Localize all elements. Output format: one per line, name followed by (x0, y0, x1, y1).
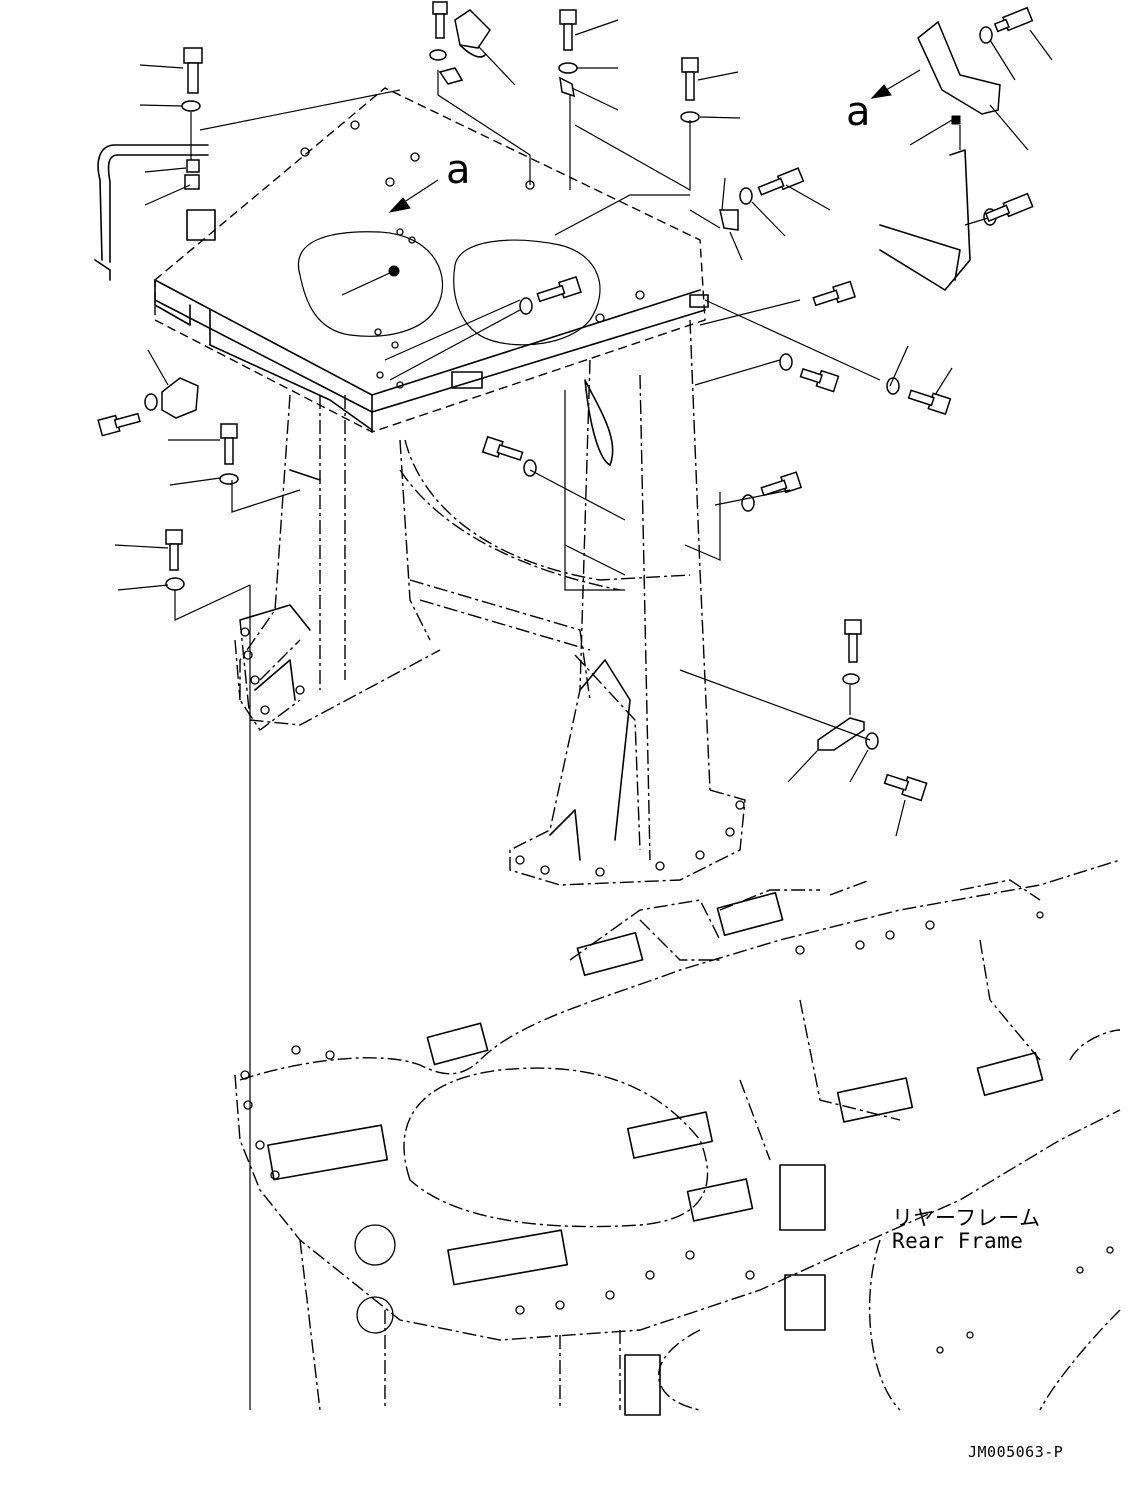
bolt (984, 192, 1034, 223)
bolt (220, 423, 238, 465)
bolt (559, 9, 577, 51)
drawing-number: JM005063-P (968, 1443, 1064, 1461)
callout-a-label: a (446, 147, 471, 193)
bolt (844, 619, 862, 663)
bolt (760, 471, 803, 497)
bolt (481, 435, 524, 461)
bolt (799, 368, 840, 393)
cab-top-plate (154, 87, 709, 433)
bolt (165, 529, 183, 571)
cab-support-frame (234, 319, 746, 886)
rear-frame-label-en: Rear Frame (892, 1229, 1024, 1253)
rear-frame-label-jp: リヤーフレーム (892, 1206, 1041, 1230)
bolt (757, 167, 805, 196)
bolt (681, 57, 699, 101)
bolt (432, 1, 448, 39)
brackets-and-lamps (94, 9, 1001, 751)
bolt (812, 280, 857, 307)
bolt (97, 412, 141, 437)
fasteners (97, 1, 1034, 802)
bolt (883, 773, 928, 802)
bolt (536, 275, 582, 303)
leader-lines (114, 19, 1053, 1410)
bolt (907, 389, 952, 416)
rear-frame (234, 859, 1121, 1416)
callout-a-label: a (846, 89, 871, 135)
bolt (183, 47, 203, 94)
bolt (993, 6, 1034, 33)
